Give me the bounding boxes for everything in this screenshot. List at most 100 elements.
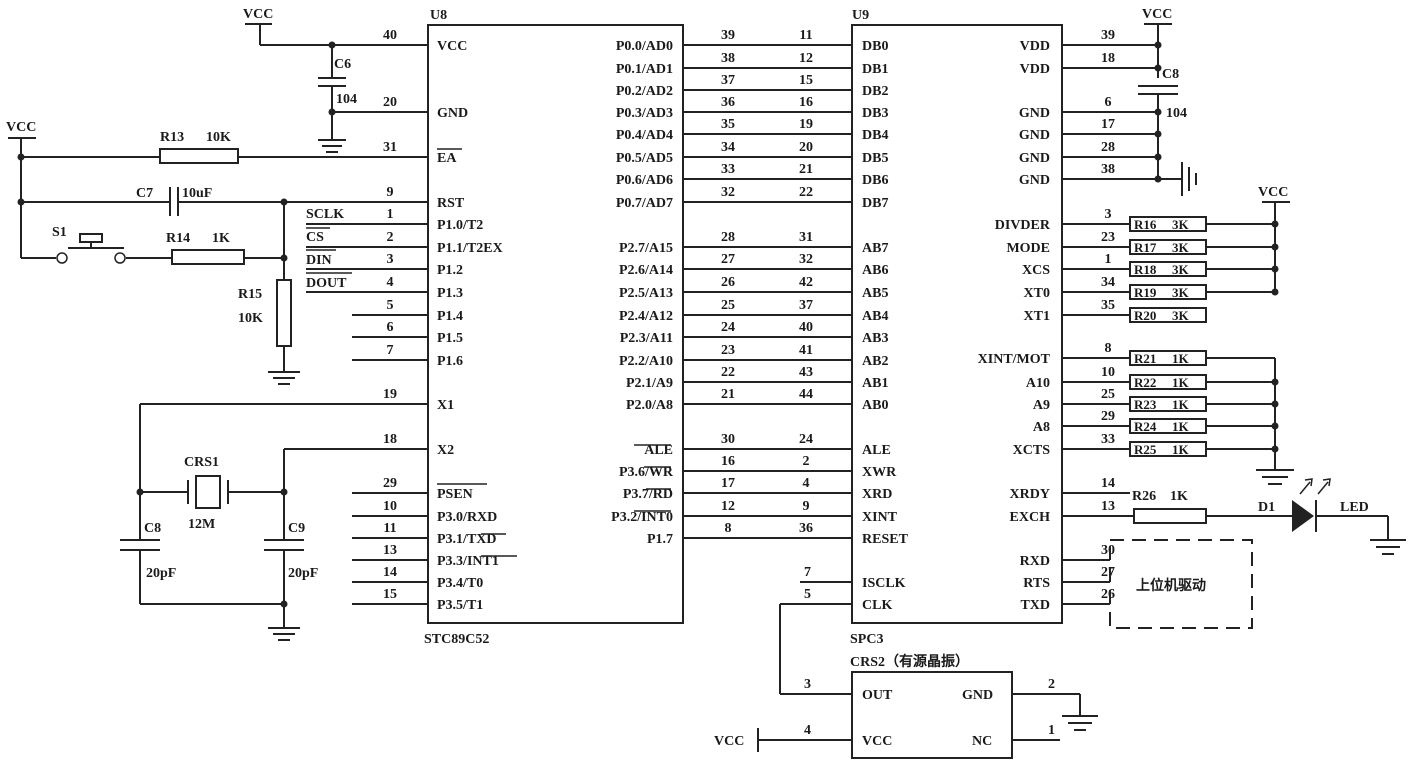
u9-pin-number: 13: [1101, 499, 1115, 514]
net-din: DIN: [306, 253, 332, 268]
u8-pin-name: X1: [437, 398, 454, 413]
u8-pin-number: 39: [721, 28, 735, 43]
u8-pin-name: P0.2/AD2: [616, 84, 673, 99]
r15-resistor: [276, 279, 292, 347]
u8-pin-name: P1.3: [437, 286, 463, 301]
u8-pin-name: P3.1/TXD: [437, 532, 497, 547]
u8-pin-number: 19: [383, 387, 397, 402]
c9-value: 20pF: [288, 566, 318, 581]
crs2-pin-number: 4: [804, 723, 811, 738]
u8-pin-number: 12: [721, 499, 735, 514]
u8-pin-name: P1.5: [437, 331, 463, 346]
u9-pin-number: 44: [799, 387, 813, 402]
u8-pin-number: 40: [383, 28, 397, 43]
u8-pin-number: 16: [721, 454, 735, 469]
u9-pin-number: 3: [1105, 207, 1112, 222]
crs1-crystal: [195, 475, 221, 509]
u9-pin-name: AB5: [862, 286, 888, 301]
u8-ref: U8: [430, 8, 447, 23]
pullup-resistor: [1129, 307, 1207, 323]
u9-pin-number: 32: [799, 252, 813, 267]
u9-pin-number: 37: [799, 298, 813, 313]
pulldown-value: 1K: [1172, 351, 1190, 366]
u9-pin-name: AB6: [862, 263, 888, 278]
u9-pin-name: DB1: [862, 62, 888, 77]
u8-pin-name: P3.2/INT0: [611, 510, 673, 525]
net-cs: CS: [306, 230, 324, 245]
crs2-pin-number: 1: [1048, 723, 1055, 738]
u9-pin-number: 26: [1101, 587, 1115, 602]
u9-pin-name: DB2: [862, 84, 888, 99]
r26-ref: R26: [1132, 489, 1156, 504]
u8-pin-number: 29: [383, 476, 397, 491]
u8-pin-number: 14: [383, 565, 397, 580]
pullup-ref: R16: [1134, 217, 1157, 232]
u8-pin-number: 17: [721, 476, 735, 491]
u9-left-pins: 11DB012DB115DB216DB319DB420DB521DB622DB7…: [799, 28, 909, 613]
u9-power-section: VCC C8 104: [1062, 7, 1197, 196]
u9-pin-name: GND: [1019, 128, 1050, 143]
u9-pin-name: XT0: [1024, 286, 1050, 301]
u9-pin-name: DB5: [862, 151, 888, 166]
ground-symbol: [1062, 715, 1098, 731]
u8-pin-number: 2: [387, 230, 394, 245]
u8-pin-name: P0.5/AD5: [616, 151, 673, 166]
d1-ref: D1: [1258, 500, 1275, 515]
u9-pin-number: 4: [803, 476, 810, 491]
u9-pin-name: AB1: [862, 376, 888, 391]
u9-pin-number: 16: [799, 95, 813, 110]
u9-pin-name: XCS: [1022, 263, 1050, 278]
u8-pin-number: 11: [383, 521, 396, 536]
u8-left-pins: 40VCC20GND31EA9RST1P1.0/T22P1.1/T2EX3P1.…: [306, 28, 503, 613]
crs2-body: [851, 671, 1013, 759]
vcc-label: VCC: [1258, 185, 1288, 200]
u8-pin-name: VCC: [437, 39, 467, 54]
u8-pin-name: P2.7/A15: [619, 241, 673, 256]
u8-part: STC89C52: [424, 632, 489, 647]
r15-value: 10K: [238, 311, 263, 326]
u9-chip: U9 SPC3 11DB012DB115DB216DB319DB420DB521…: [799, 8, 1115, 647]
u8-pin-name: ALE: [644, 443, 673, 458]
u8-pin-number: 36: [721, 95, 735, 110]
u9-ref: U9: [852, 8, 869, 23]
u9-pin-number: 40: [799, 320, 813, 335]
u8-pin-name: P2.4/A12: [619, 309, 673, 324]
u9-pin-number: 27: [1101, 565, 1115, 580]
u9-pin-name: ISCLK: [862, 576, 906, 591]
u9-pin-name: A8: [1033, 420, 1050, 435]
u8-pin-number: 38: [721, 51, 735, 66]
crs2-title: CRS2（有源晶振）: [850, 653, 969, 670]
crs2-pin-name: OUT: [862, 688, 893, 703]
pullup-value: 3K: [1172, 240, 1190, 255]
r14-ref: R14: [166, 231, 190, 246]
u8-pin-number: 13: [383, 543, 397, 558]
u9-pin-number: 42: [799, 275, 813, 290]
u9-pin-number: 12: [799, 51, 813, 66]
u8-pin-name: P3.6/WR: [619, 465, 674, 480]
u9-pin-name: GND: [1019, 173, 1050, 188]
u9-pin-number: 29: [1101, 409, 1115, 424]
c7-ref: C7: [136, 186, 153, 201]
ground-symbol: [318, 139, 346, 153]
u9-pin-number: 35: [1101, 298, 1115, 313]
u9-pin-name: VDD: [1020, 62, 1050, 77]
u8-pin-number: 31: [383, 140, 397, 155]
u9-pin-name: VDD: [1020, 39, 1050, 54]
u8-pin-name: P3.0/RXD: [437, 510, 497, 525]
u9-pin-number: 41: [799, 343, 813, 358]
u8-pin-name: P3.7/RD: [623, 487, 673, 502]
u9-pin-name: CLK: [862, 598, 892, 613]
u9-pin-name: MODE: [1006, 241, 1050, 256]
r15-ref: R15: [238, 287, 262, 302]
reset-section: VCC R13 10K C7 10uF S1 R14 1K R15 10: [6, 120, 428, 385]
u8-pin-name: EA: [437, 151, 457, 166]
u9-pin-name: DB3: [862, 106, 888, 121]
u9-part: SPC3: [850, 632, 883, 647]
u8-chip: U8 STC89C52 40VCC20GND31EA9RST1P1.0/T22P…: [306, 8, 852, 647]
u8-pin-number: 9: [387, 185, 394, 200]
u8-pin-name: P2.6/A14: [619, 263, 673, 278]
u8-pin-number: 3: [387, 252, 394, 267]
u9-pin-name: AB4: [862, 309, 888, 324]
